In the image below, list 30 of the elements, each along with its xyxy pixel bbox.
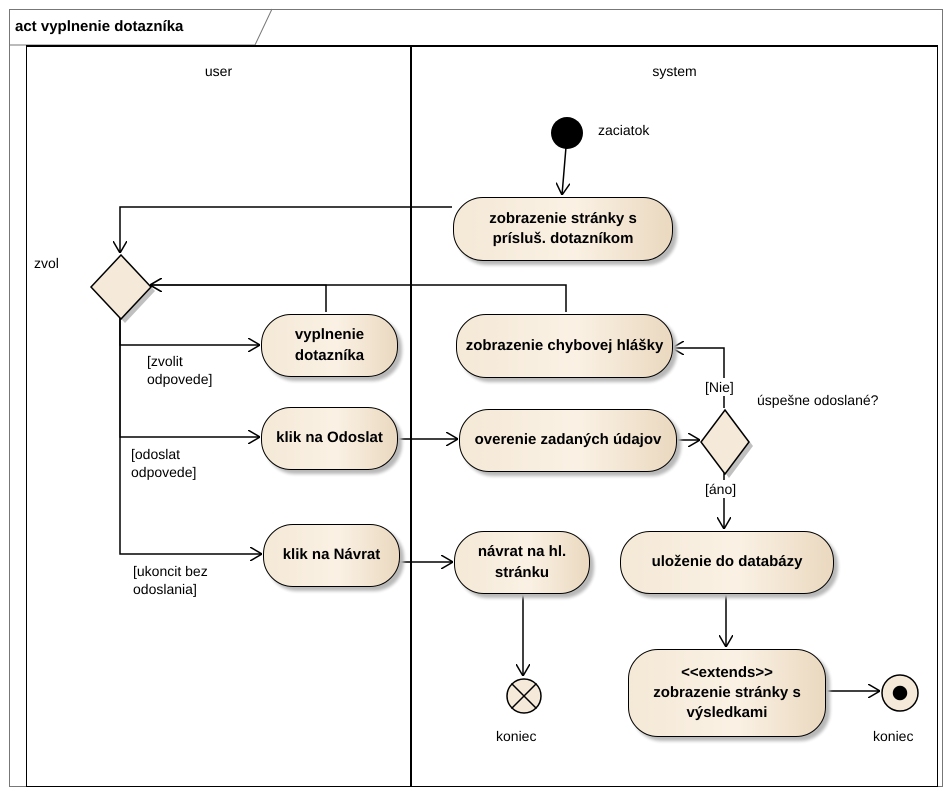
node-caption: úspešne odoslané? [757,392,878,408]
lane-title: user [204,63,234,79]
action-box: zobrazenie chybovej hlášky [456,314,673,378]
diagram-title: act vyplnenie dotazníka [15,18,184,35]
edge-label: [áno] [704,480,738,498]
action-box: návrat na hl. stránku [454,531,590,594]
action-box: klik na Odoslat [261,407,398,470]
lane-title: system [651,63,698,79]
arrow [555,146,571,196]
arrow [825,683,881,699]
action-box: vyplnenie dotazníka [261,314,398,377]
node-caption: zaciatok [598,122,650,138]
arrow [676,432,701,448]
arrow [718,592,734,648]
arrow [515,592,531,677]
action-box: klik na Návrat [263,524,400,587]
arrow [399,554,454,570]
edge-label: [Nie] [704,378,735,396]
swimlane [411,45,938,787]
action-box: uloženie do databázy [620,531,834,594]
arrow [119,317,263,562]
arrow [397,431,459,447]
node-caption: koniec [873,728,914,744]
action-box: overenie zadaných údajov [459,409,677,472]
node-caption: koniec [496,728,536,744]
action-box: <<extends>> zobrazenie stránky s výsledkami [628,649,826,737]
action-box: zobrazenie stránky s prísluš. dotazníkom [453,197,673,261]
arrow [149,277,567,312]
node-caption: zvol [34,255,59,271]
arrow [112,206,452,254]
